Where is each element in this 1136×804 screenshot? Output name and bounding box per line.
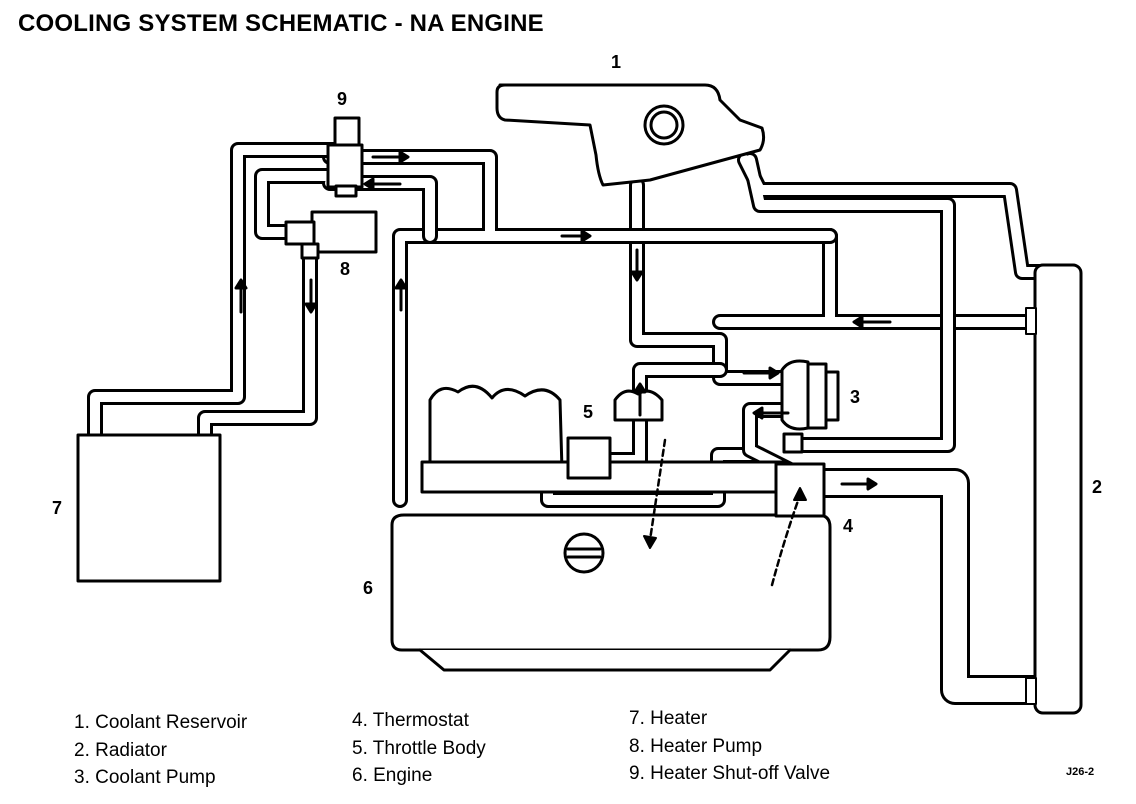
flow-arrow-engine-in [648, 438, 667, 542]
legend-item: 7. Heater [629, 708, 708, 729]
coolant-pump [780, 359, 840, 454]
callout-4: 4 [843, 516, 854, 536]
callout-9: 9 [337, 89, 348, 109]
callout-5: 5 [583, 402, 594, 422]
legend-column-3: 7. Heater 8. Heater Pump 9. Heater Shut-… [629, 705, 830, 788]
legend-item: 2. Radiator [74, 739, 167, 761]
callout-6: 6 [363, 578, 374, 598]
callout-1: 1 [611, 52, 622, 72]
engine-block [390, 384, 832, 672]
radiator [1033, 263, 1083, 715]
legend-item: 9. Heater Shut-off Valve [629, 763, 831, 784]
hose-thermostat-to-radiator [810, 468, 1050, 705]
heater-pump [284, 210, 378, 260]
hose-radiator-return [712, 228, 1043, 330]
legend-column-2: 4. Thermostat 5. Throttle Body 6. Engine [352, 707, 486, 790]
legend-item: 1. Coolant Reservoir [74, 712, 248, 733]
legend-item: 4. Thermostat [352, 710, 469, 731]
callout-8: 8 [340, 259, 351, 279]
legend-item: 3. Coolant Pump [74, 767, 216, 788]
callout-3: 3 [850, 387, 861, 407]
legend-item: 8. Heater Pump [629, 735, 763, 757]
legend-item: 6. Engine [352, 765, 433, 786]
flow-arrow-engine-out [770, 493, 802, 587]
throttle-body [566, 436, 612, 480]
legend-item: 5. Throttle Body [352, 737, 486, 759]
callout-7: 7 [52, 498, 63, 518]
hose-reservoir-to-pump [629, 177, 790, 386]
flow-arrows [234, 150, 892, 491]
heater-core [76, 433, 222, 583]
hose-heater-return [197, 247, 318, 446]
figure-code: J26-2 [1066, 766, 1095, 778]
diagram-title: COOLING SYSTEM SCHEMATIC - NA ENGINE [18, 10, 544, 37]
legend-column-1: 1. Coolant Reservoir 2. Radiator 3. Cool… [74, 709, 247, 792]
coolant-reservoir [495, 83, 766, 187]
heater-shutoff-valve [326, 116, 364, 198]
callout-2: 2 [1092, 477, 1103, 497]
